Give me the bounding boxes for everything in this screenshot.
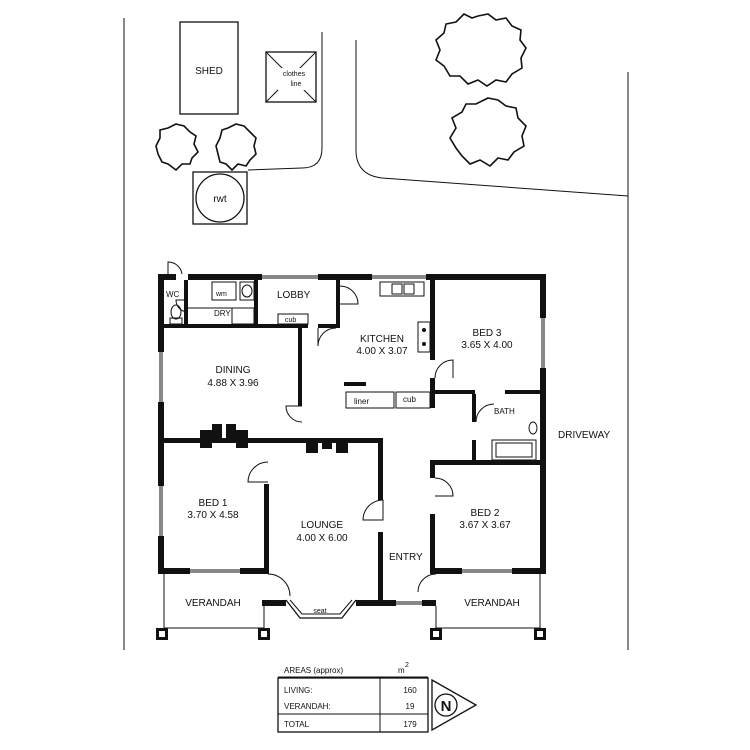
- dry-label: DRY: [214, 309, 231, 318]
- fixtures: [169, 281, 538, 461]
- liner-label: liner: [354, 397, 369, 406]
- doors: [167, 261, 495, 597]
- areas-table: AREAS (approx) m 2 LIVING: 160 VERANDAH:…: [277, 662, 429, 733]
- seat-label: seat: [313, 608, 326, 615]
- north-arrow: N: [431, 678, 478, 732]
- windows: [158, 274, 546, 606]
- kitchen-size: 4.00 X 3.07: [356, 346, 408, 357]
- clothes-line-label-1: clothes: [283, 71, 306, 78]
- rwt-label: rwt: [213, 194, 227, 205]
- dining-size: 4.88 X 3.96: [207, 378, 259, 389]
- area-row-value: 179: [403, 720, 417, 729]
- wm-label: wm: [215, 291, 227, 298]
- dining-label: DINING: [216, 365, 251, 376]
- interior-walls: [158, 280, 540, 606]
- driveway-label: DRIVEWAY: [558, 430, 611, 441]
- verandahs: [156, 574, 546, 640]
- lobby-cub-label: cub: [285, 317, 296, 324]
- entry-label: ENTRY: [389, 552, 423, 563]
- tree-icon: [449, 97, 527, 168]
- fireplaces: [200, 424, 348, 453]
- lounge-label: LOUNGE: [301, 520, 344, 531]
- bay-window: [285, 599, 357, 619]
- clothes-line-label-2: line: [291, 81, 302, 88]
- clothes-line: clothes line: [265, 51, 317, 103]
- tree-icon: [215, 123, 257, 172]
- lounge-size: 4.00 X 6.00: [296, 533, 348, 544]
- kitchen-cub-label: cub: [403, 395, 416, 404]
- area-row-value: 160: [403, 686, 417, 695]
- room-labels: WC wm DRY LOBBY cub KITCHEN 4.00 X 3.07 …: [166, 290, 520, 615]
- bed3-label: BED 3: [473, 328, 502, 339]
- area-row-label: TOTAL: [284, 720, 310, 729]
- areas-title: AREAS (approx): [284, 666, 343, 675]
- verandah-left-label: VERANDAH: [185, 598, 241, 609]
- kitchen-label: KITCHEN: [360, 334, 404, 345]
- lobby-label: LOBBY: [277, 290, 311, 301]
- tree-icon: [155, 123, 199, 172]
- shed: SHED: [179, 21, 239, 115]
- wc-label: WC: [166, 290, 180, 299]
- areas-unit-sup: 2: [405, 662, 409, 669]
- trees: [155, 13, 527, 172]
- north-letter: N: [441, 698, 452, 715]
- areas-unit: m: [398, 666, 405, 675]
- bed3-size: 3.65 X 4.00: [461, 340, 513, 351]
- bed2-size: 3.67 X 3.67: [459, 520, 511, 531]
- bath-label: BATH: [494, 407, 515, 416]
- area-row-label: LIVING:: [284, 686, 312, 695]
- tree-icon: [435, 13, 527, 87]
- rainwater-tank: rwt: [192, 171, 248, 225]
- area-row-value: 19: [406, 702, 415, 711]
- bed1-size: 3.70 X 4.58: [187, 510, 239, 521]
- bed2-label: BED 2: [471, 508, 500, 519]
- verandah-right-label: VERANDAH: [464, 598, 520, 609]
- shed-label: SHED: [195, 66, 223, 77]
- bed1-label: BED 1: [199, 498, 228, 509]
- site-boundaries: [123, 18, 629, 650]
- area-row-label: VERANDAH:: [284, 702, 331, 711]
